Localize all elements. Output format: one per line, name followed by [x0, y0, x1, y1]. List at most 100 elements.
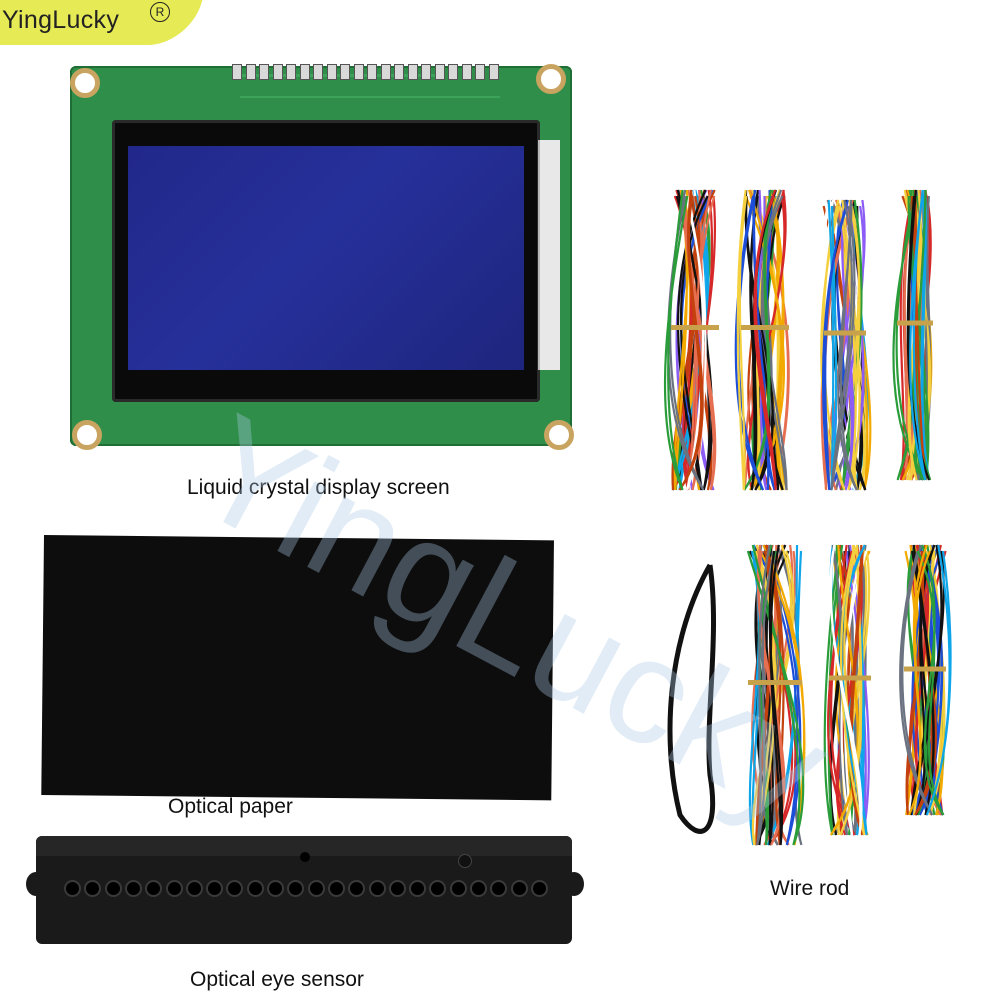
wire-strand	[755, 189, 781, 491]
wire-strand	[753, 544, 777, 846]
wire-strand	[909, 189, 927, 481]
mount-hole	[544, 420, 574, 450]
header-pin	[245, 64, 256, 80]
sensor-screw	[458, 854, 472, 868]
wire-strand	[756, 544, 776, 846]
wire-strand	[849, 544, 864, 836]
header-pin	[272, 64, 283, 80]
wire-strand	[682, 189, 707, 491]
caption-optical-eye-sensor: Optical eye sensor	[190, 968, 364, 991]
wire-strand	[907, 189, 922, 481]
wire-strand	[892, 189, 925, 481]
wire-strand	[764, 544, 774, 846]
wire-strand	[915, 189, 932, 481]
wire-strand	[677, 189, 709, 491]
wire-strand	[916, 544, 945, 816]
wire-strand	[899, 544, 934, 816]
header-pin	[488, 64, 499, 80]
cable-tie	[671, 325, 719, 330]
wire-strand	[760, 189, 788, 491]
wire-strand	[753, 189, 777, 491]
sensor-eye	[226, 880, 244, 897]
sensor-eye	[145, 880, 163, 897]
header-pin	[326, 64, 337, 80]
header-pin	[461, 64, 472, 80]
wire-strand	[916, 189, 932, 481]
sensor-screw-hole	[300, 852, 310, 862]
optical-paper-sheet	[41, 535, 554, 801]
sensor-eye	[246, 880, 264, 897]
sensor-eye	[530, 880, 548, 897]
wire-strand	[757, 544, 802, 846]
header-pin	[421, 64, 431, 80]
sensor-eye	[490, 880, 508, 897]
sensor-eye	[84, 880, 102, 897]
caption-optical-paper: Optical paper	[168, 795, 293, 818]
sensor-top-face	[36, 836, 572, 856]
usb-cable	[667, 563, 717, 834]
sensor-eye	[449, 880, 467, 897]
header-pin	[340, 64, 350, 80]
lcd-backlight-strip	[538, 140, 560, 370]
mount-hole	[70, 68, 100, 98]
wire-strand	[925, 544, 952, 816]
wire-strand	[855, 544, 865, 836]
cable-tie	[741, 325, 789, 330]
sensor-eye	[165, 880, 183, 897]
header-pin	[434, 64, 445, 80]
header-pin	[313, 64, 323, 80]
registered-mark: R	[150, 2, 170, 22]
wire-strand	[768, 544, 784, 846]
wire-bundle-set-bottom	[667, 544, 952, 846]
sensor-eye	[368, 880, 386, 897]
sensor-eye	[409, 880, 427, 897]
wire-strand	[840, 544, 866, 836]
wire-strand	[685, 189, 701, 491]
cable-tie	[897, 320, 933, 326]
wire-strand	[822, 199, 849, 491]
wire-strand	[848, 199, 861, 491]
sensor-eye	[307, 880, 325, 897]
wire-strand	[746, 544, 805, 846]
sensor-eye	[429, 880, 447, 897]
wire-strand	[678, 189, 704, 491]
wire-strand	[823, 544, 844, 836]
sensor-eye	[206, 880, 224, 897]
cable-tie	[904, 666, 946, 672]
wire-strand	[918, 544, 938, 816]
header-pin	[407, 64, 418, 80]
wire-strand	[822, 199, 854, 491]
wire-strand	[744, 189, 786, 491]
header-pin	[380, 64, 391, 80]
wire-strand	[911, 544, 935, 816]
header-pin	[475, 64, 485, 80]
header-pin	[367, 64, 377, 80]
sensor-eye	[64, 880, 81, 897]
wire-strand	[830, 199, 856, 491]
header-pin	[232, 64, 242, 80]
wire-strand	[671, 189, 701, 491]
wire-strand	[829, 544, 863, 836]
header-pin	[286, 64, 296, 80]
sensor-eye	[388, 880, 406, 897]
sensor-eye	[510, 880, 528, 897]
sensor-eye	[124, 880, 142, 897]
wire-strand	[906, 544, 929, 816]
sensor-eye	[185, 880, 203, 897]
header-pin	[353, 64, 364, 80]
wire-strand	[749, 189, 784, 491]
header-pin	[299, 64, 310, 80]
wire-strand	[903, 189, 917, 481]
cable-tie	[829, 675, 871, 681]
wire-bundle-set-top	[663, 189, 933, 491]
caption-lcd: Liquid crystal display screen	[187, 476, 450, 499]
wire-strand	[908, 544, 931, 816]
sensor-eye	[287, 880, 305, 897]
wire-strand	[828, 199, 850, 491]
caption-wire-rod: Wire rod	[770, 877, 850, 900]
pcb-trace	[240, 96, 500, 98]
wire-strand	[909, 544, 945, 816]
sensor-eye	[104, 880, 122, 897]
header-pin	[259, 64, 269, 80]
wire-strand	[829, 199, 847, 491]
